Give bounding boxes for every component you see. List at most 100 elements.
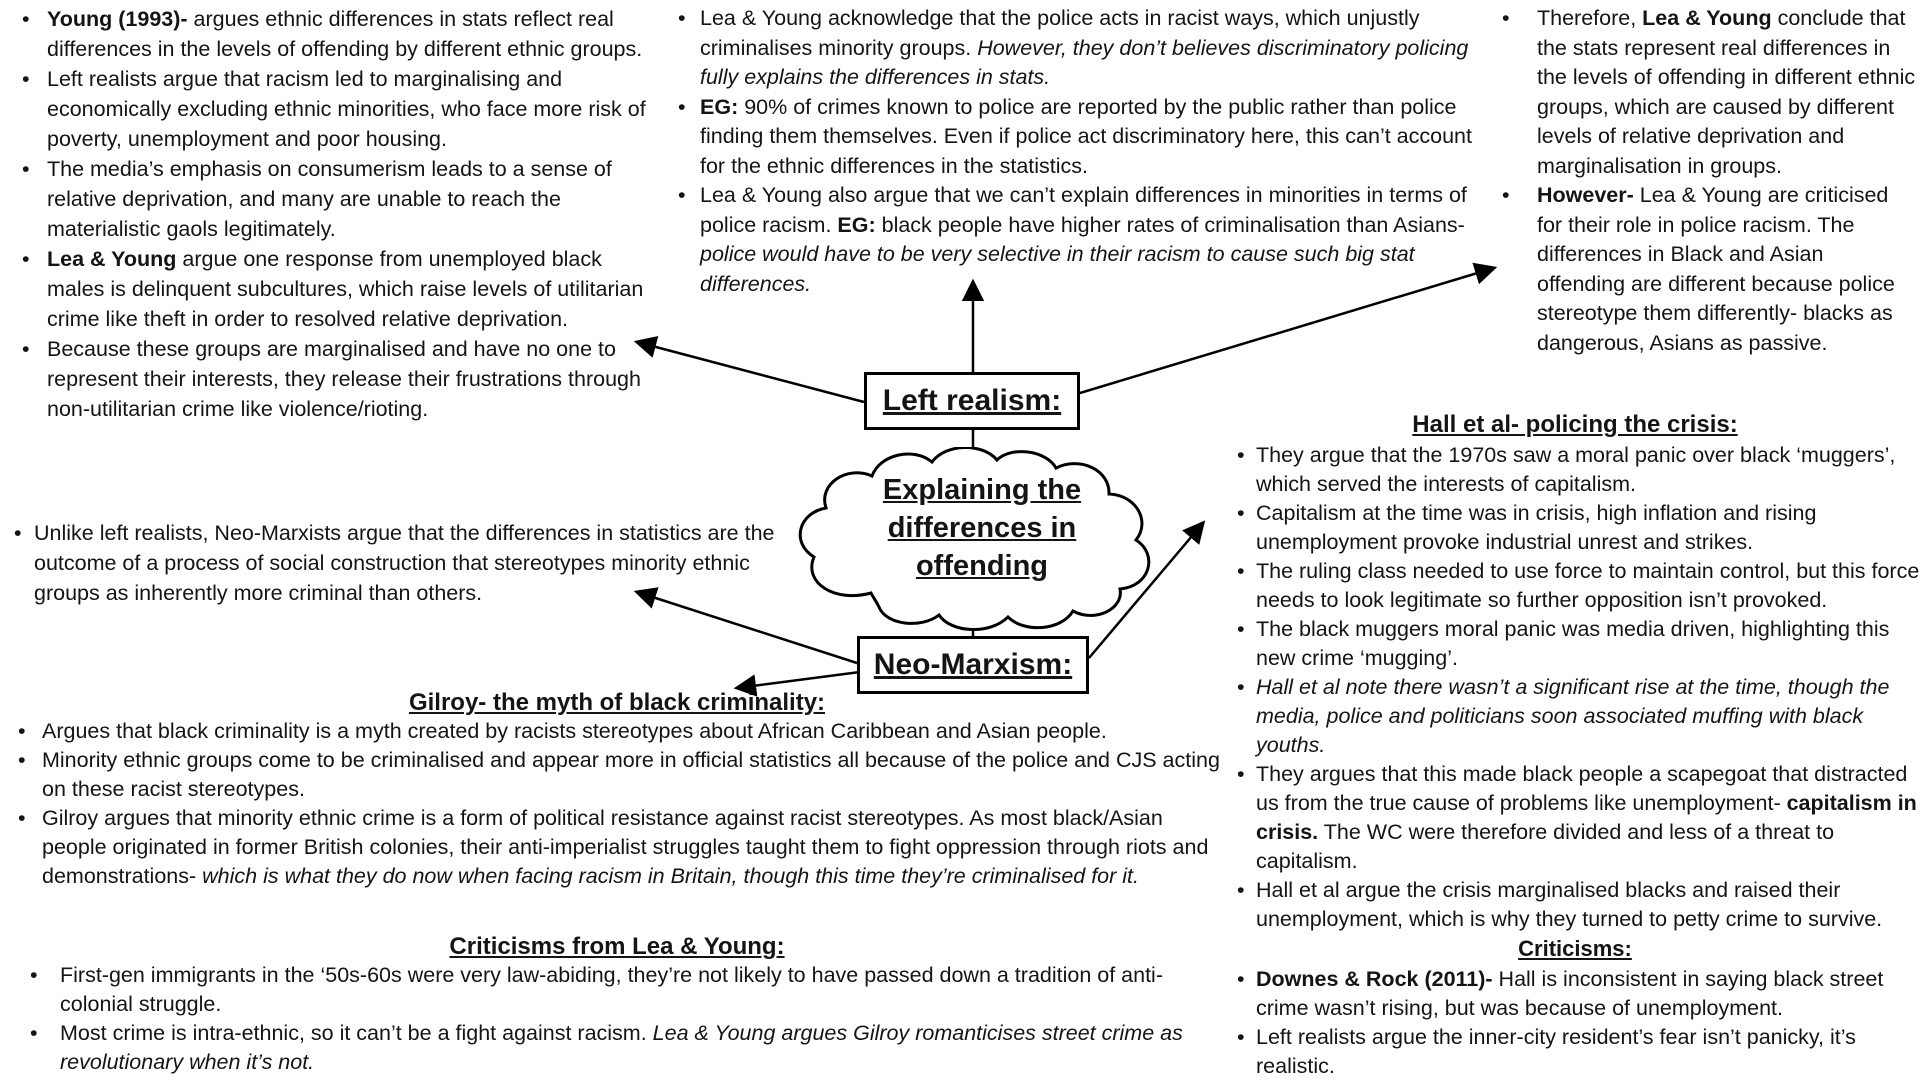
neo-marxism-intro-list: • Unlike left realists, Neo-Marxists argu… (8, 518, 798, 608)
bullet-text: They argues that this made black people … (1256, 762, 1917, 873)
bullet-marker: • (30, 1021, 38, 1045)
bullet-text: Lea & Young argue one response from unem… (47, 247, 644, 331)
hall-section: Hall et al- policing the crisis: • They a… (1228, 410, 1920, 1080)
bullet-text: The black muggers moral panic was media … (1256, 617, 1890, 670)
criticisms-lea-young-list: • First-gen immigrants in the ‘50s-60s we… (8, 961, 1226, 1077)
bullet-item: • Left realists argue the inner-city resi… (1228, 1023, 1920, 1080)
bullet-item: • Downes & Rock (2011)- Hall is inconsist… (1228, 965, 1920, 1023)
neo-marxism-node: Neo-Marxism: (857, 636, 1089, 694)
bullet-marker: • (1237, 1025, 1245, 1049)
bullet-marker: • (678, 94, 686, 119)
bullet-text: They argue that the 1970s saw a moral pa… (1256, 443, 1896, 496)
bullet-item: • They argues that this made black people… (1228, 760, 1920, 876)
bullet-marker: • (18, 719, 26, 743)
bullet-item: • Capitalism at the time was in crisis, h… (1228, 499, 1920, 557)
bullet-item: • Young (1993)- argues ethnic differences… (8, 4, 660, 64)
bullet-item: • The media’s emphasis on consumerism lea… (8, 154, 660, 244)
bullet-item: • Lea & Young also argue that we can’t ex… (665, 181, 1495, 299)
criticisms-lea-young-section: Criticisms from Lea & Young: • First-gen … (8, 932, 1226, 1077)
bullet-marker: • (1502, 183, 1510, 207)
bullet-text: Gilroy argues that minority ethnic crime… (42, 806, 1209, 888)
hall-criticisms-title: Criticisms: (1518, 936, 1632, 961)
bullet-text: The ruling class needed to use force to … (1256, 559, 1920, 612)
bullet-marker: • (1237, 443, 1245, 467)
bullet-text: First-gen immigrants in the ‘50s-60s wer… (60, 963, 1163, 1016)
bullet-text: The media’s emphasis on consumerism lead… (47, 157, 612, 241)
bullet-text: Left realists argue that racism led to m… (47, 67, 646, 151)
bullet-marker: • (678, 6, 686, 30)
bullet-marker: • (1237, 878, 1245, 902)
cloud-line-1: Explaining the (882, 474, 1082, 506)
bullet-marker: • (1237, 762, 1245, 786)
bullet-item: • Unlike left realists, Neo-Marxists argu… (8, 518, 798, 608)
bullet-item: • Hall et al note there wasn’t a signific… (1228, 673, 1920, 760)
bullet-marker: • (18, 748, 26, 772)
bullet-text: Capitalism at the time was in crisis, hi… (1256, 501, 1817, 554)
bullet-marker: • (30, 963, 38, 987)
bullet-text: Young (1993)- argues ethnic differences … (47, 7, 643, 61)
bullet-marker: • (1237, 617, 1245, 641)
arrow-downleft-from-neo-marxism (733, 670, 861, 697)
bullet-marker: • (1237, 967, 1245, 991)
bullet-item: • Left realists argue that racism led to … (8, 64, 660, 154)
bullet-text: Because these groups are marginalised an… (47, 337, 641, 421)
arrow-upleft-from-left-realism (633, 336, 865, 404)
bullet-item: • First-gen immigrants in the ‘50s-60s we… (8, 961, 1226, 1019)
left-realism-node: Left realism: (864, 372, 1080, 430)
bullet-text: Unlike left realists, Neo-Marxists argue… (34, 521, 775, 605)
bullet-marker: • (22, 67, 30, 91)
gilroy-points-list: • Argues that black criminality is a myth… (8, 717, 1226, 891)
lea-young-conclusion-list: • Therefore, Lea & Young conclude that th… (1493, 4, 1917, 358)
bullet-text: EG: 90% of crimes known to police are re… (700, 94, 1472, 178)
cloud-line-3: offending (915, 550, 1049, 582)
central-topic-cloud: Explaining the differences in offending (793, 447, 1171, 633)
bullet-item: • They argue that the 1970s saw a moral p… (1228, 441, 1920, 499)
gilroy-section: Gilroy- the myth of black criminality: •… (8, 688, 1226, 891)
bullet-marker: • (1237, 559, 1245, 583)
bullet-marker: • (678, 183, 686, 207)
left-realism-points-list: • Young (1993)- argues ethnic differences… (8, 4, 660, 424)
bullet-item: • Most crime is intra-ethnic, so it can’t… (8, 1019, 1226, 1077)
hall-points-list: • They argue that the 1970s saw a moral p… (1228, 441, 1920, 934)
neo-marxism-label: Neo-Marxism: (873, 648, 1073, 681)
bullet-item: • Lea & Young argue one response from une… (8, 244, 660, 334)
bullet-marker: • (18, 806, 26, 830)
bullet-text: Downes & Rock (2011)- Hall is inconsiste… (1256, 967, 1884, 1020)
bullet-text: Lea & Young also argue that we can’t exp… (700, 183, 1467, 296)
bullet-item: • Therefore, Lea & Young conclude that th… (1493, 4, 1917, 181)
bullet-text: Argues that black criminality is a myth … (42, 719, 1107, 743)
left-realism-label: Left realism: (882, 384, 1062, 417)
bullet-marker: • (22, 247, 30, 271)
bullet-text: However- Lea & Young are criticised for … (1537, 183, 1895, 355)
bullet-marker: • (1237, 675, 1245, 699)
bullet-item: • The black muggers moral panic was media… (1228, 615, 1920, 673)
bullet-item: • Hall et al argue the crisis marginalise… (1228, 876, 1920, 934)
bullet-item: • The ruling class needed to use force to… (1228, 557, 1920, 615)
bullet-item: • Minority ethnic groups come to be crimi… (8, 746, 1226, 804)
bullet-text: Hall et al argue the crisis marginalised… (1256, 878, 1883, 931)
bullet-marker: • (1502, 6, 1510, 30)
bullet-item: • EG: 90% of crimes known to police are r… (665, 93, 1495, 182)
central-topic-text: Explaining the differences in offending (793, 471, 1171, 585)
hall-section-title: Hall et al- policing the crisis: (1412, 411, 1738, 438)
bullet-marker: • (22, 157, 30, 181)
bullet-text: Therefore, Lea & Young conclude that the… (1537, 6, 1916, 178)
bullet-text: Minority ethnic groups come to be crimin… (42, 748, 1220, 801)
bullet-item: • However- Lea & Young are criticised for… (1493, 181, 1917, 358)
bullet-marker: • (22, 7, 30, 31)
bullet-text: Lea & Young acknowledge that the police … (700, 6, 1469, 89)
bullet-text: Left realists argue the inner-city resid… (1256, 1025, 1856, 1078)
bullet-item: • Argues that black criminality is a myth… (8, 717, 1226, 746)
bullet-marker: • (1237, 501, 1245, 525)
cloud-line-2: differences in (887, 512, 1077, 544)
bullet-marker: • (22, 337, 30, 361)
bullet-marker: • (14, 521, 22, 545)
criticisms-lea-young-title: Criticisms from Lea & Young: (449, 933, 785, 960)
bullet-text: Hall et al note there wasn’t a significa… (1256, 675, 1890, 757)
bullet-item: • Gilroy argues that minority ethnic crim… (8, 804, 1226, 891)
police-racism-points-list: • Lea & Young acknowledge that the police… (665, 4, 1495, 299)
bullet-text: Most crime is intra-ethnic, so it can’t … (60, 1021, 1183, 1074)
bullet-item: • Because these groups are marginalised a… (8, 334, 660, 424)
hall-criticisms-list: • Downes & Rock (2011)- Hall is inconsist… (1228, 965, 1920, 1080)
